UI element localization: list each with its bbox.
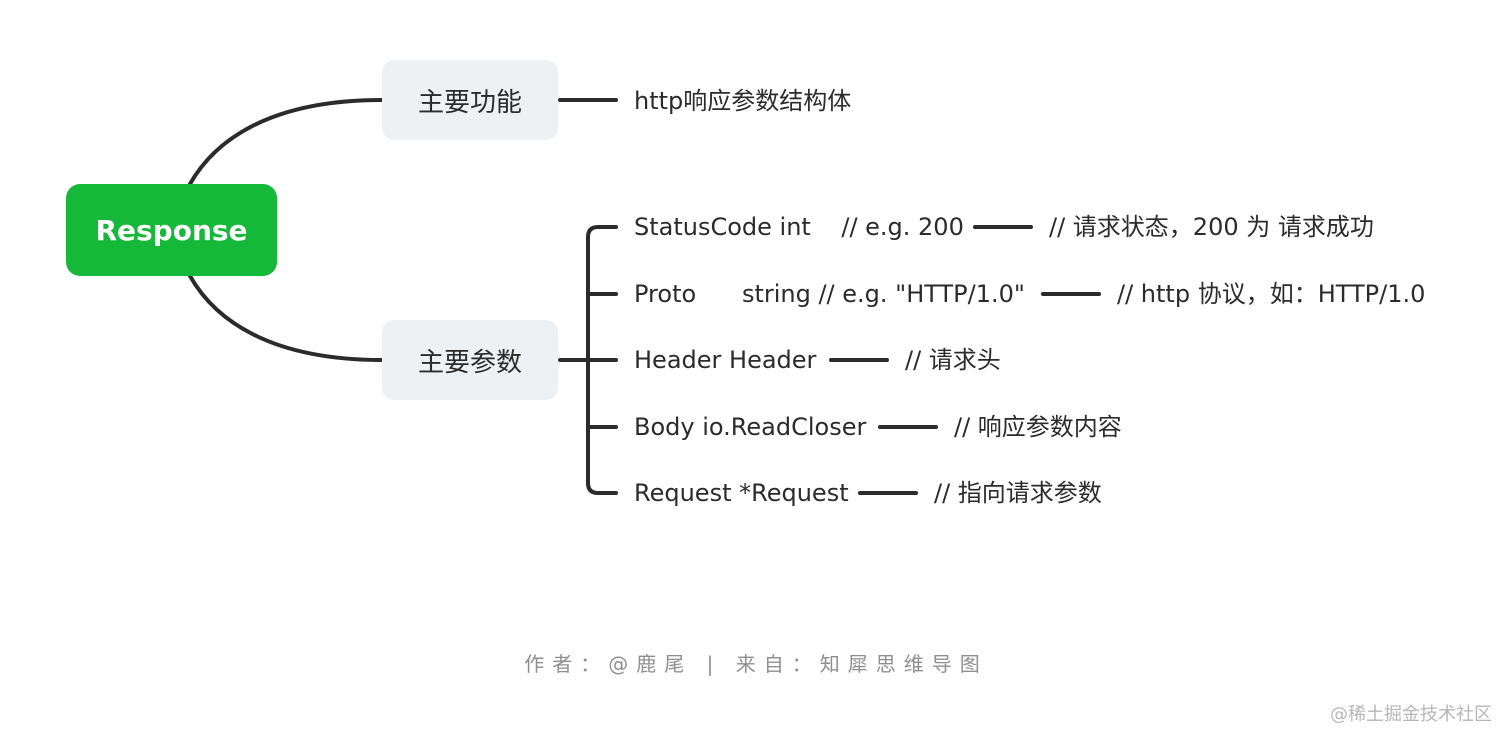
root-node[interactable]: Response [66,184,277,276]
author-credit: 作者：@鹿尾 | 来自：知犀思维导图 [524,652,988,676]
watermark: @稀土掘金技术社区 [1330,704,1492,725]
leaf-proto: Proto string // e.g. "HTTP/1.0" [634,280,1025,308]
branch-label: 主要参数 [417,347,522,378]
leaf-body-comment: // 响应参数内容 [954,413,1122,441]
root-label: Response [95,213,248,247]
leaf-body: Body io.ReadCloser [634,413,867,441]
branch-main-function[interactable]: 主要功能 [382,60,558,140]
leaf-request-comment: // 指向请求参数 [934,479,1102,507]
leaf-header: Header Header [634,346,817,374]
branch-label: 主要功能 [417,87,522,118]
leaf-statuscode-comment: // 请求状态，200 为 请求成功 [1049,213,1374,241]
leaf-statuscode: StatusCode int // e.g. 200 [634,213,964,241]
connector-root-to-function [188,98,384,186]
leaf-function-desc: http响应参数结构体 [634,87,852,115]
leaf-request: Request *Request [634,479,849,507]
connector-root-to-params [188,274,384,362]
leaf-proto-comment: // http 协议，如：HTTP/1.0 [1117,280,1426,308]
leaf-header-comment: // 请求头 [905,346,1001,374]
branch-main-params[interactable]: 主要参数 [382,320,558,400]
